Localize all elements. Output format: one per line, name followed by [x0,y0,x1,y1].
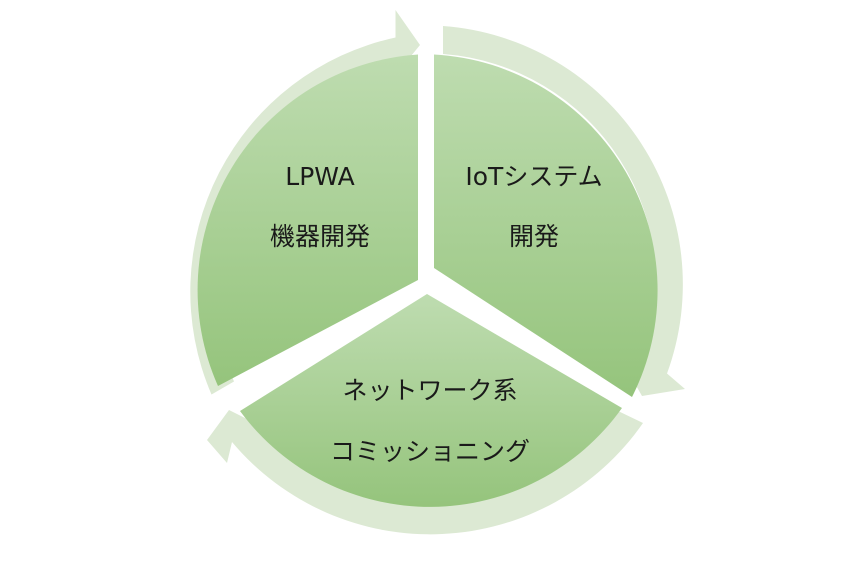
segment-network-line1: ネットワーク系 [342,376,517,405]
arrow-bottom [207,410,643,535]
cycle-segments [197,54,658,507]
segment-iot-line2: 開発 [509,222,559,251]
segment-iot [434,54,658,397]
segment-lpwa-line2: 機器開発 [270,222,370,251]
segment-network-line2: コミッショニング [330,437,530,466]
segment-lpwa-line1: LPWA [285,162,354,191]
segment-lpwa [197,54,418,386]
segment-iot-line1: IoTシステム [465,162,602,191]
segment-network [240,294,622,507]
arrow-right [443,26,685,396]
segment-labels: LPWA 機器開発 IoTシステム 開発 ネットワーク系 コミッショニング [270,162,603,466]
